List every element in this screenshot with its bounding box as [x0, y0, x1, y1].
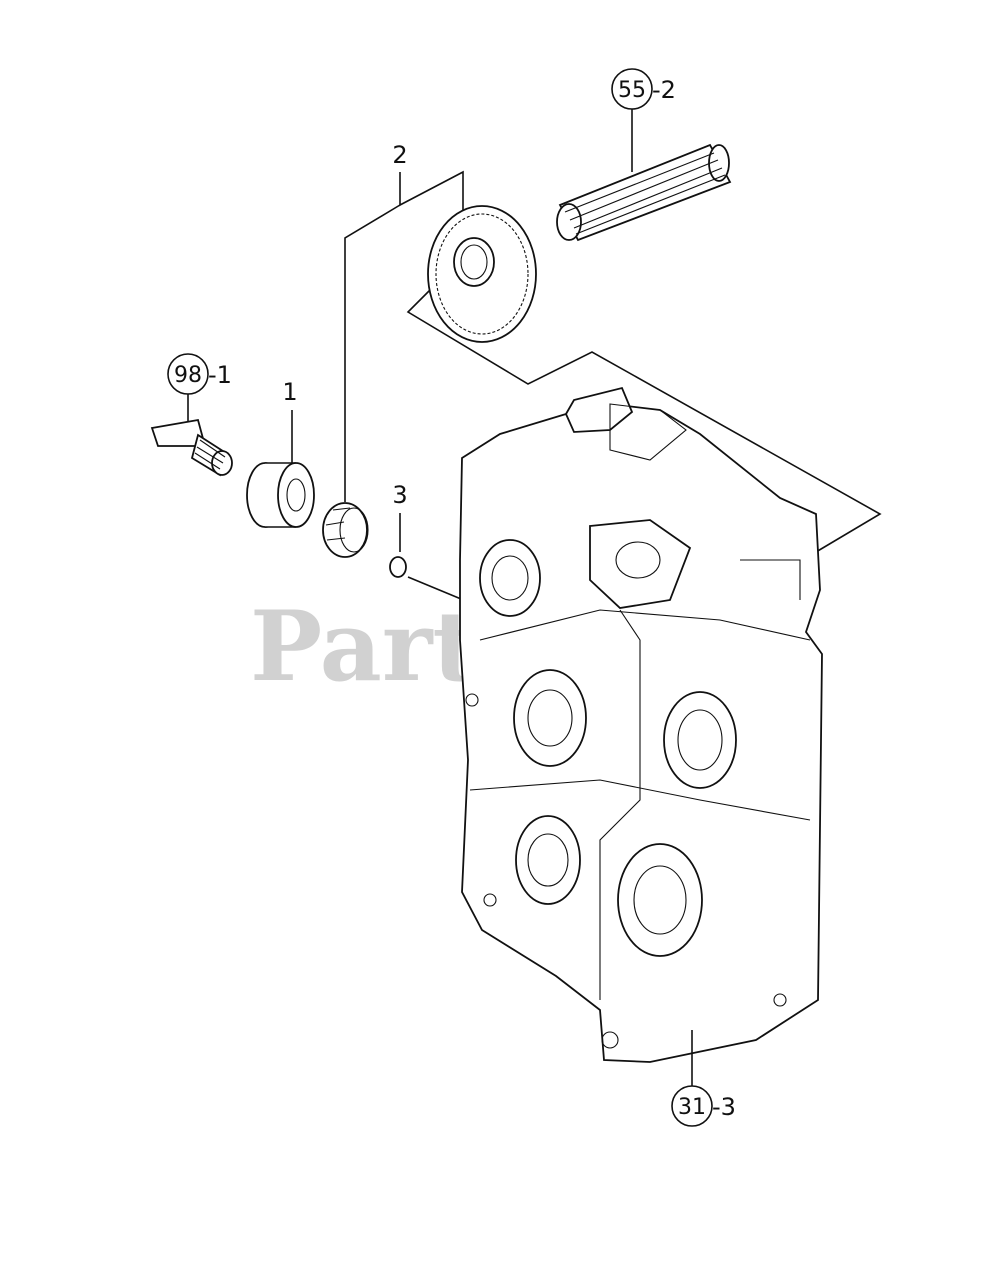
top-boss [564, 386, 634, 433]
middle-bore [513, 669, 587, 767]
callout-suffix: -2 [652, 76, 676, 104]
callout-suffix: -1 [208, 361, 232, 389]
part-number-label: 3 [392, 481, 407, 509]
ball-bearing[interactable] [246, 462, 315, 528]
callout-55-2[interactable]: 55 -2 [611, 68, 676, 172]
callout-98-1[interactable]: 98 -1 [167, 353, 232, 425]
callout-circle [671, 1085, 713, 1127]
small-bevel-pinion[interactable] [322, 502, 369, 558]
leader-bracket [399, 170, 464, 212]
callout-gear-2[interactable]: 2 [344, 141, 464, 502]
output-bore [617, 843, 703, 957]
callout-ref-number: 31 [678, 1095, 706, 1120]
callout-ref-number: 98 [174, 363, 202, 388]
o-ring[interactable] [389, 556, 407, 578]
left-bore [479, 539, 541, 617]
part-number-label: 1 [282, 378, 297, 406]
callout-bearing-1[interactable]: 1 [282, 378, 298, 468]
leader-line [344, 204, 401, 502]
callout-suffix: -3 [712, 1093, 736, 1121]
splined-shaft[interactable] [556, 143, 732, 242]
pinion-shaft[interactable] [150, 418, 233, 477]
upper-port [589, 519, 692, 609]
assembly-guide-line [406, 289, 882, 553]
callout-ref-number: 55 [618, 78, 646, 103]
lower-bore [515, 815, 581, 905]
right-bore [663, 691, 737, 789]
transmission-case[interactable] [459, 386, 823, 1063]
callout-31-3[interactable]: 31 -3 [671, 1030, 736, 1127]
part-number-label: 2 [392, 141, 407, 169]
large-bevel-gear[interactable] [427, 205, 537, 343]
callout-oring-3[interactable]: 3 [392, 481, 408, 552]
